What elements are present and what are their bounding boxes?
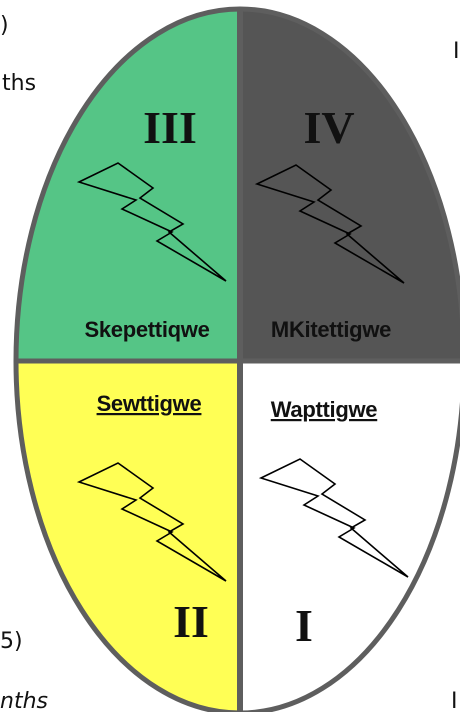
quadrant-iv-label: MKitettigwe — [271, 317, 391, 342]
quadrant-ii-label: Sewttigwe — [97, 391, 202, 416]
quadrant-iv-numeral: IV — [303, 102, 354, 153]
quadrant-iii-fill — [16, 9, 240, 361]
top-left-text-fragment: ) — [0, 13, 9, 38]
quadrant-iii-label: Skepettiqwe — [84, 317, 209, 342]
quadrant-iii-numeral: III — [143, 102, 197, 153]
bottom-left-text-fragment: nths — [0, 689, 48, 712]
quadrant-i-label: Wapttigwe — [271, 397, 378, 422]
ellipse-outline — [13, 6, 460, 712]
lightning-bolt-icon — [76, 462, 227, 582]
lightning-bolt-icon — [254, 164, 405, 284]
top-right-text-fragment: I — [453, 39, 460, 64]
lightning-bolts — [76, 162, 409, 582]
bottom-left-text-fragment: 5) — [0, 629, 23, 654]
lightning-bolt-icon — [76, 162, 227, 282]
top-left-text-fragment: ths — [2, 71, 36, 96]
lightning-bolt-icon — [258, 458, 409, 578]
quadrant-ii-numeral: II — [173, 596, 209, 647]
bottom-right-text-fragment: I — [451, 689, 458, 712]
quadrant-i-numeral: I — [295, 600, 313, 651]
